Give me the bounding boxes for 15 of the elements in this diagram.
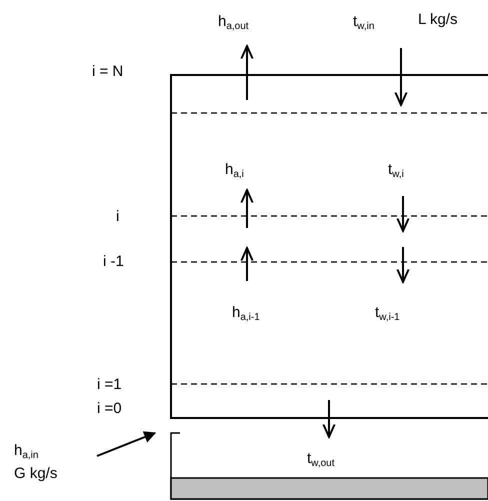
label: t$_{w,in}$: [353, 13, 374, 31]
label: i -1: [103, 253, 124, 271]
label: i: [116, 208, 120, 226]
label: i =1: [97, 376, 122, 394]
label: t$_{w,i-1}$: [375, 304, 400, 322]
label: h$_{a,i}$: [225, 161, 244, 179]
label: h$_{a,out}$: [218, 13, 249, 31]
label: G kg/s: [14, 465, 58, 483]
label: i =0: [97, 400, 122, 418]
label: h$_{a,in}$: [14, 442, 38, 460]
label: i = N: [92, 63, 124, 81]
label: h$_{a,i-1}$: [232, 304, 260, 322]
label: t$_{w,i}$: [388, 161, 404, 179]
label: t$_{w,out}$: [307, 450, 335, 468]
label: L kg/s: [418, 11, 458, 29]
